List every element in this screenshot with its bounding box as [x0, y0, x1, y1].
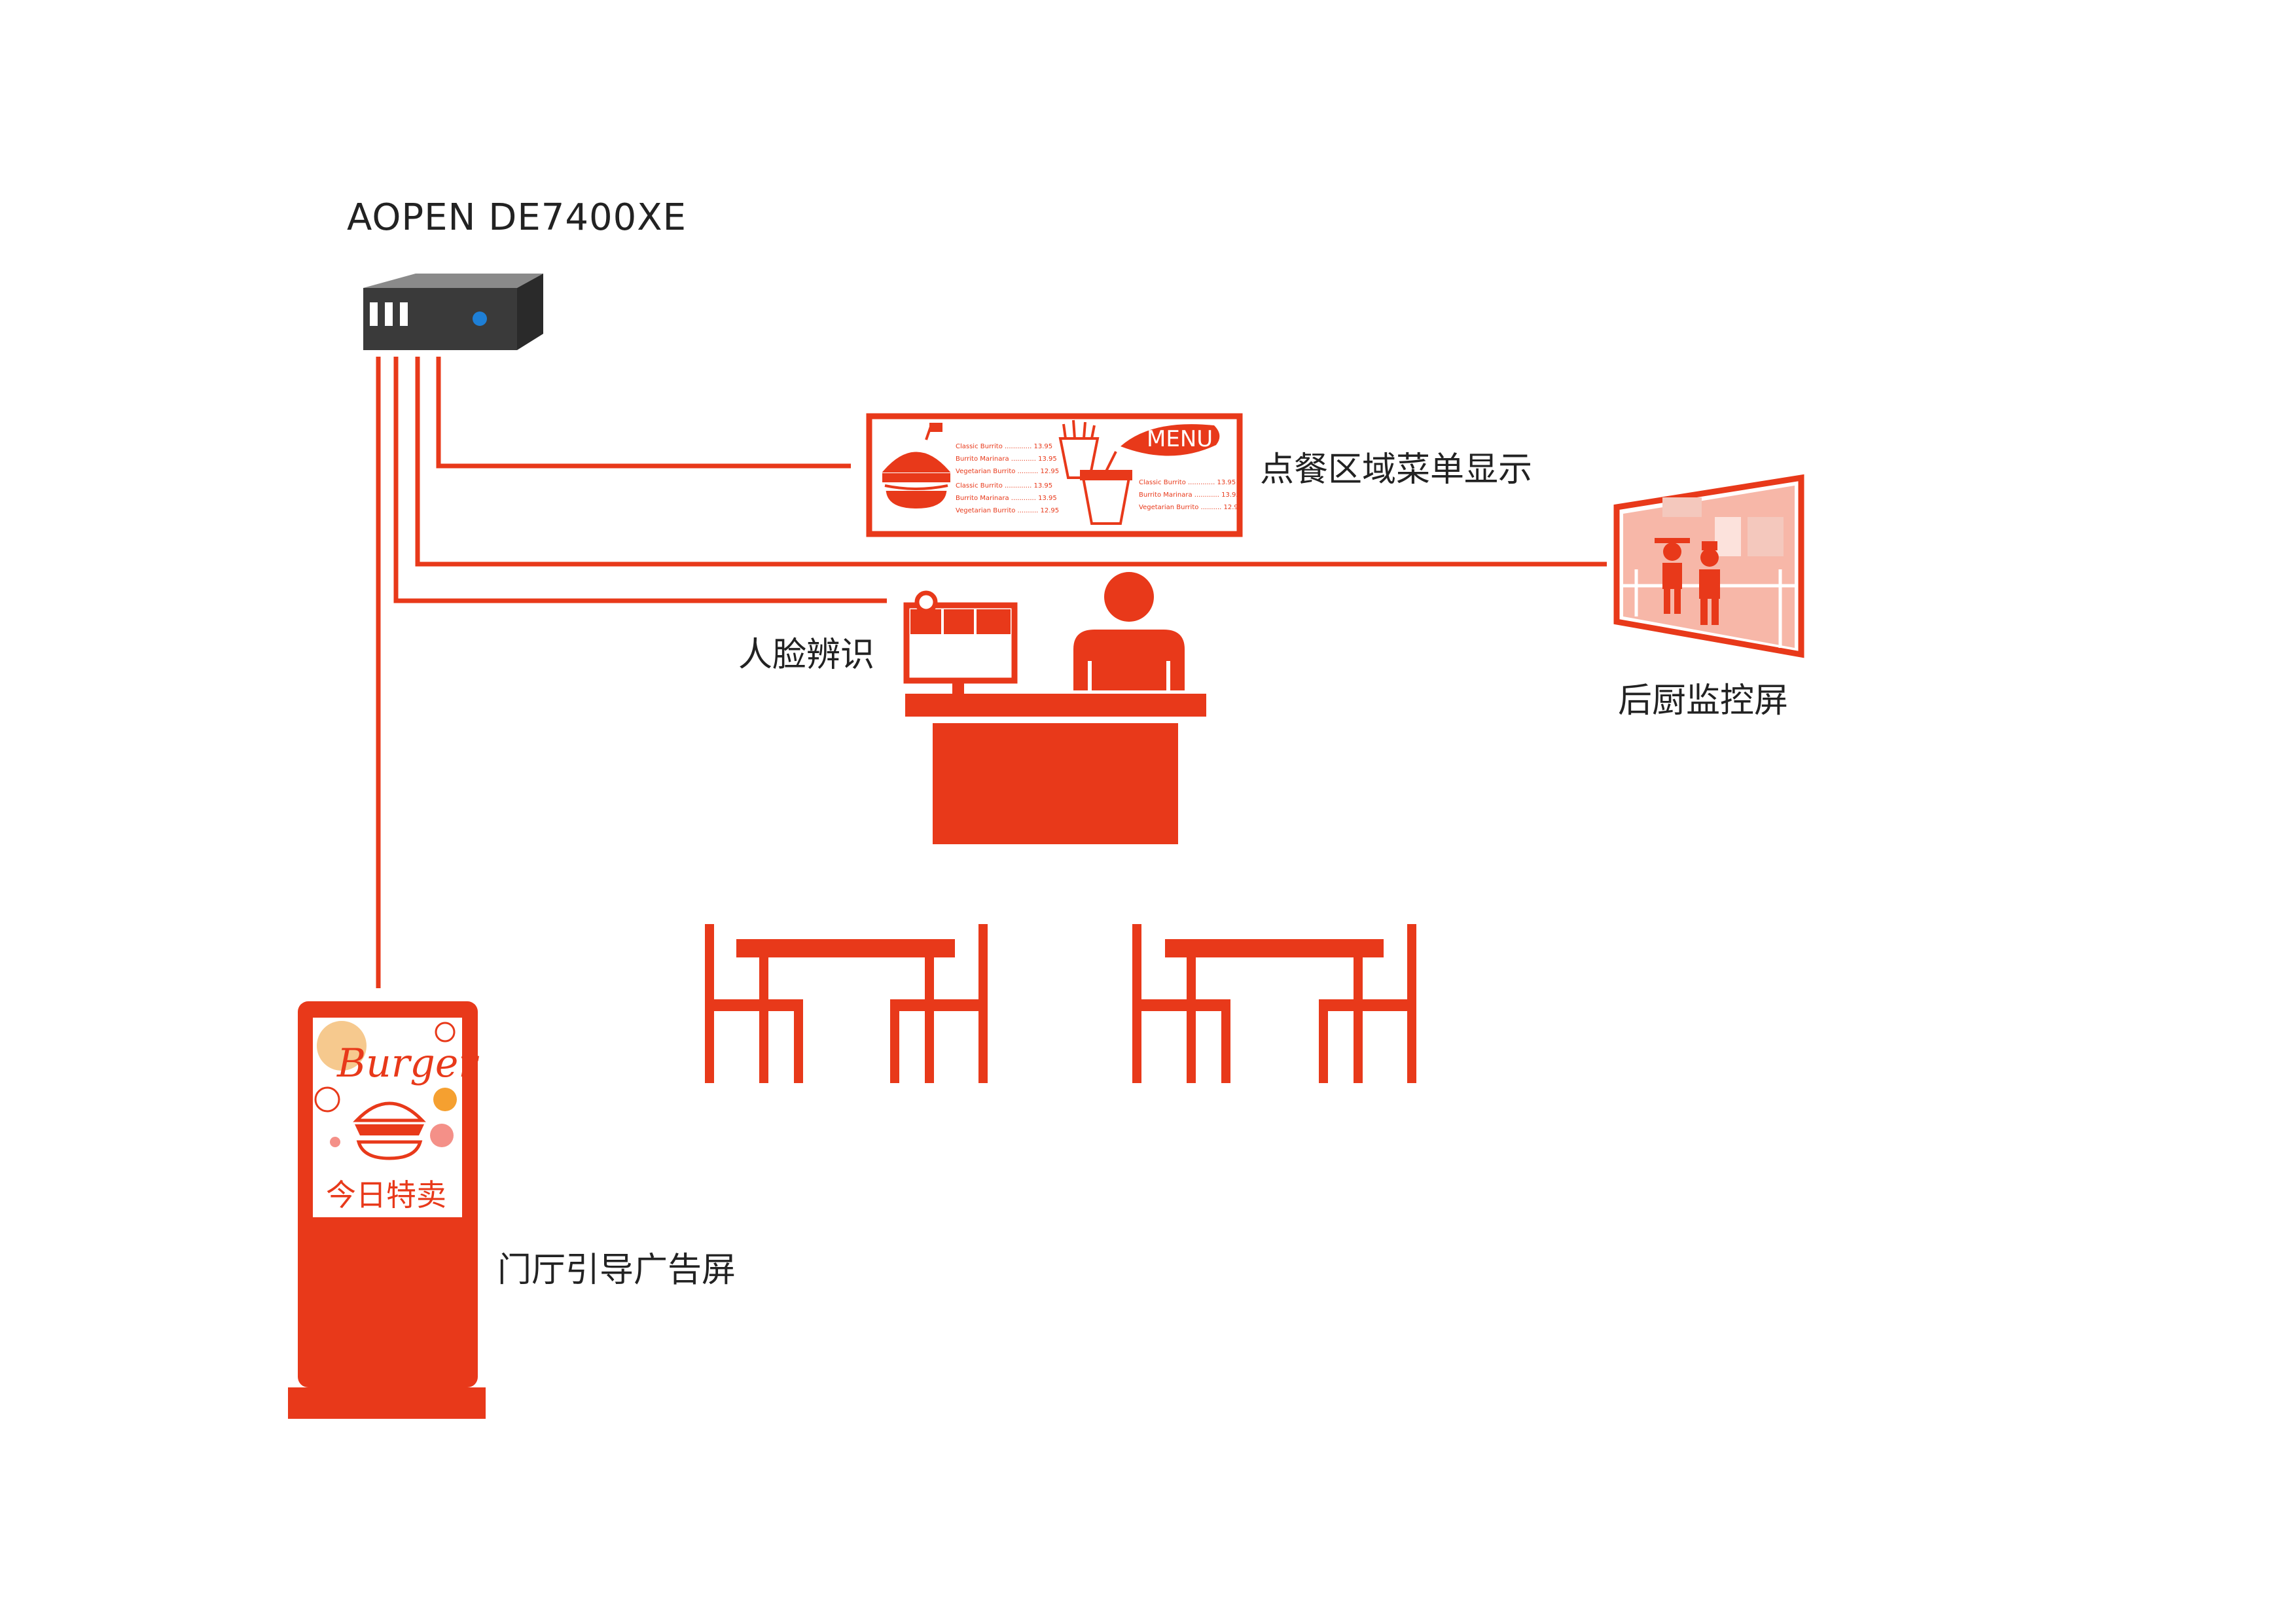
kiosk-burger-word: Burger [337, 1041, 478, 1086]
face-recognition-label: 人脸辨识 [738, 635, 875, 675]
connection-lines [376, 357, 1607, 988]
kitchen-monitor-icon [1613, 474, 1804, 658]
line-to-kitchen-monitor [415, 357, 1607, 567]
line-to-menu-board [436, 357, 851, 469]
counter-body [933, 723, 1178, 844]
mini-pc-icon [363, 274, 543, 350]
menu-item: Classic Burrito ............. 13.95 [1139, 479, 1236, 486]
menu-item: Classic Burrito ............. 13.95 [956, 482, 1052, 490]
lobby-ad-label: 门厅引导广告屏 [497, 1251, 736, 1290]
menu-items-left: Classic Burrito ............. 13.95 Burr… [956, 443, 1059, 514]
burger-icon [882, 423, 951, 509]
fries-drink-icon [1058, 419, 1132, 525]
kiosk-icon [288, 1001, 486, 1419]
menu-items-right: Classic Burrito ............. 13.95 Burr… [1139, 479, 1242, 511]
dining-table-icon [1132, 924, 1416, 1083]
line-to-face-recognition [393, 357, 887, 603]
menu-display-label: 点餐区域菜单显示 [1260, 450, 1533, 490]
menu-title: MENU [1147, 426, 1213, 452]
menu-item: Vegetarian Burrito .......... 12.95 [1139, 504, 1242, 511]
face-camera-icon [914, 590, 938, 614]
menu-item: Burrito Marinara ............ 13.95 [956, 495, 1057, 502]
menu-board-icon: Classic Burrito ............. 13.95 Burr… [866, 413, 1243, 537]
kitchen-monitor-label: 后厨监控屏 [1618, 681, 1789, 721]
menu-item: Vegetarian Burrito .......... 12.95 [956, 507, 1059, 514]
kiosk-caption: 今日特卖 [326, 1177, 446, 1213]
burger-icon [353, 1101, 426, 1160]
dining-table-icon [705, 924, 988, 1083]
power-led-icon [473, 312, 487, 326]
menu-item: Burrito Marinara ............ 13.95 [956, 455, 1057, 463]
chef-figure-icon [1655, 538, 1720, 625]
cashier-person-icon [1104, 572, 1154, 622]
cashier-counter-icon [903, 572, 1206, 844]
menu-item: Classic Burrito ............. 13.95 [956, 443, 1052, 450]
menu-item: Vegetarian Burrito .......... 12.95 [956, 468, 1059, 475]
menu-title-badge: MENU [1121, 424, 1220, 456]
menu-item: Burrito Marinara ............ 13.95 [1139, 491, 1240, 499]
counter-top [905, 694, 1206, 717]
device-label: AOPEN DE7400XE [347, 196, 687, 239]
